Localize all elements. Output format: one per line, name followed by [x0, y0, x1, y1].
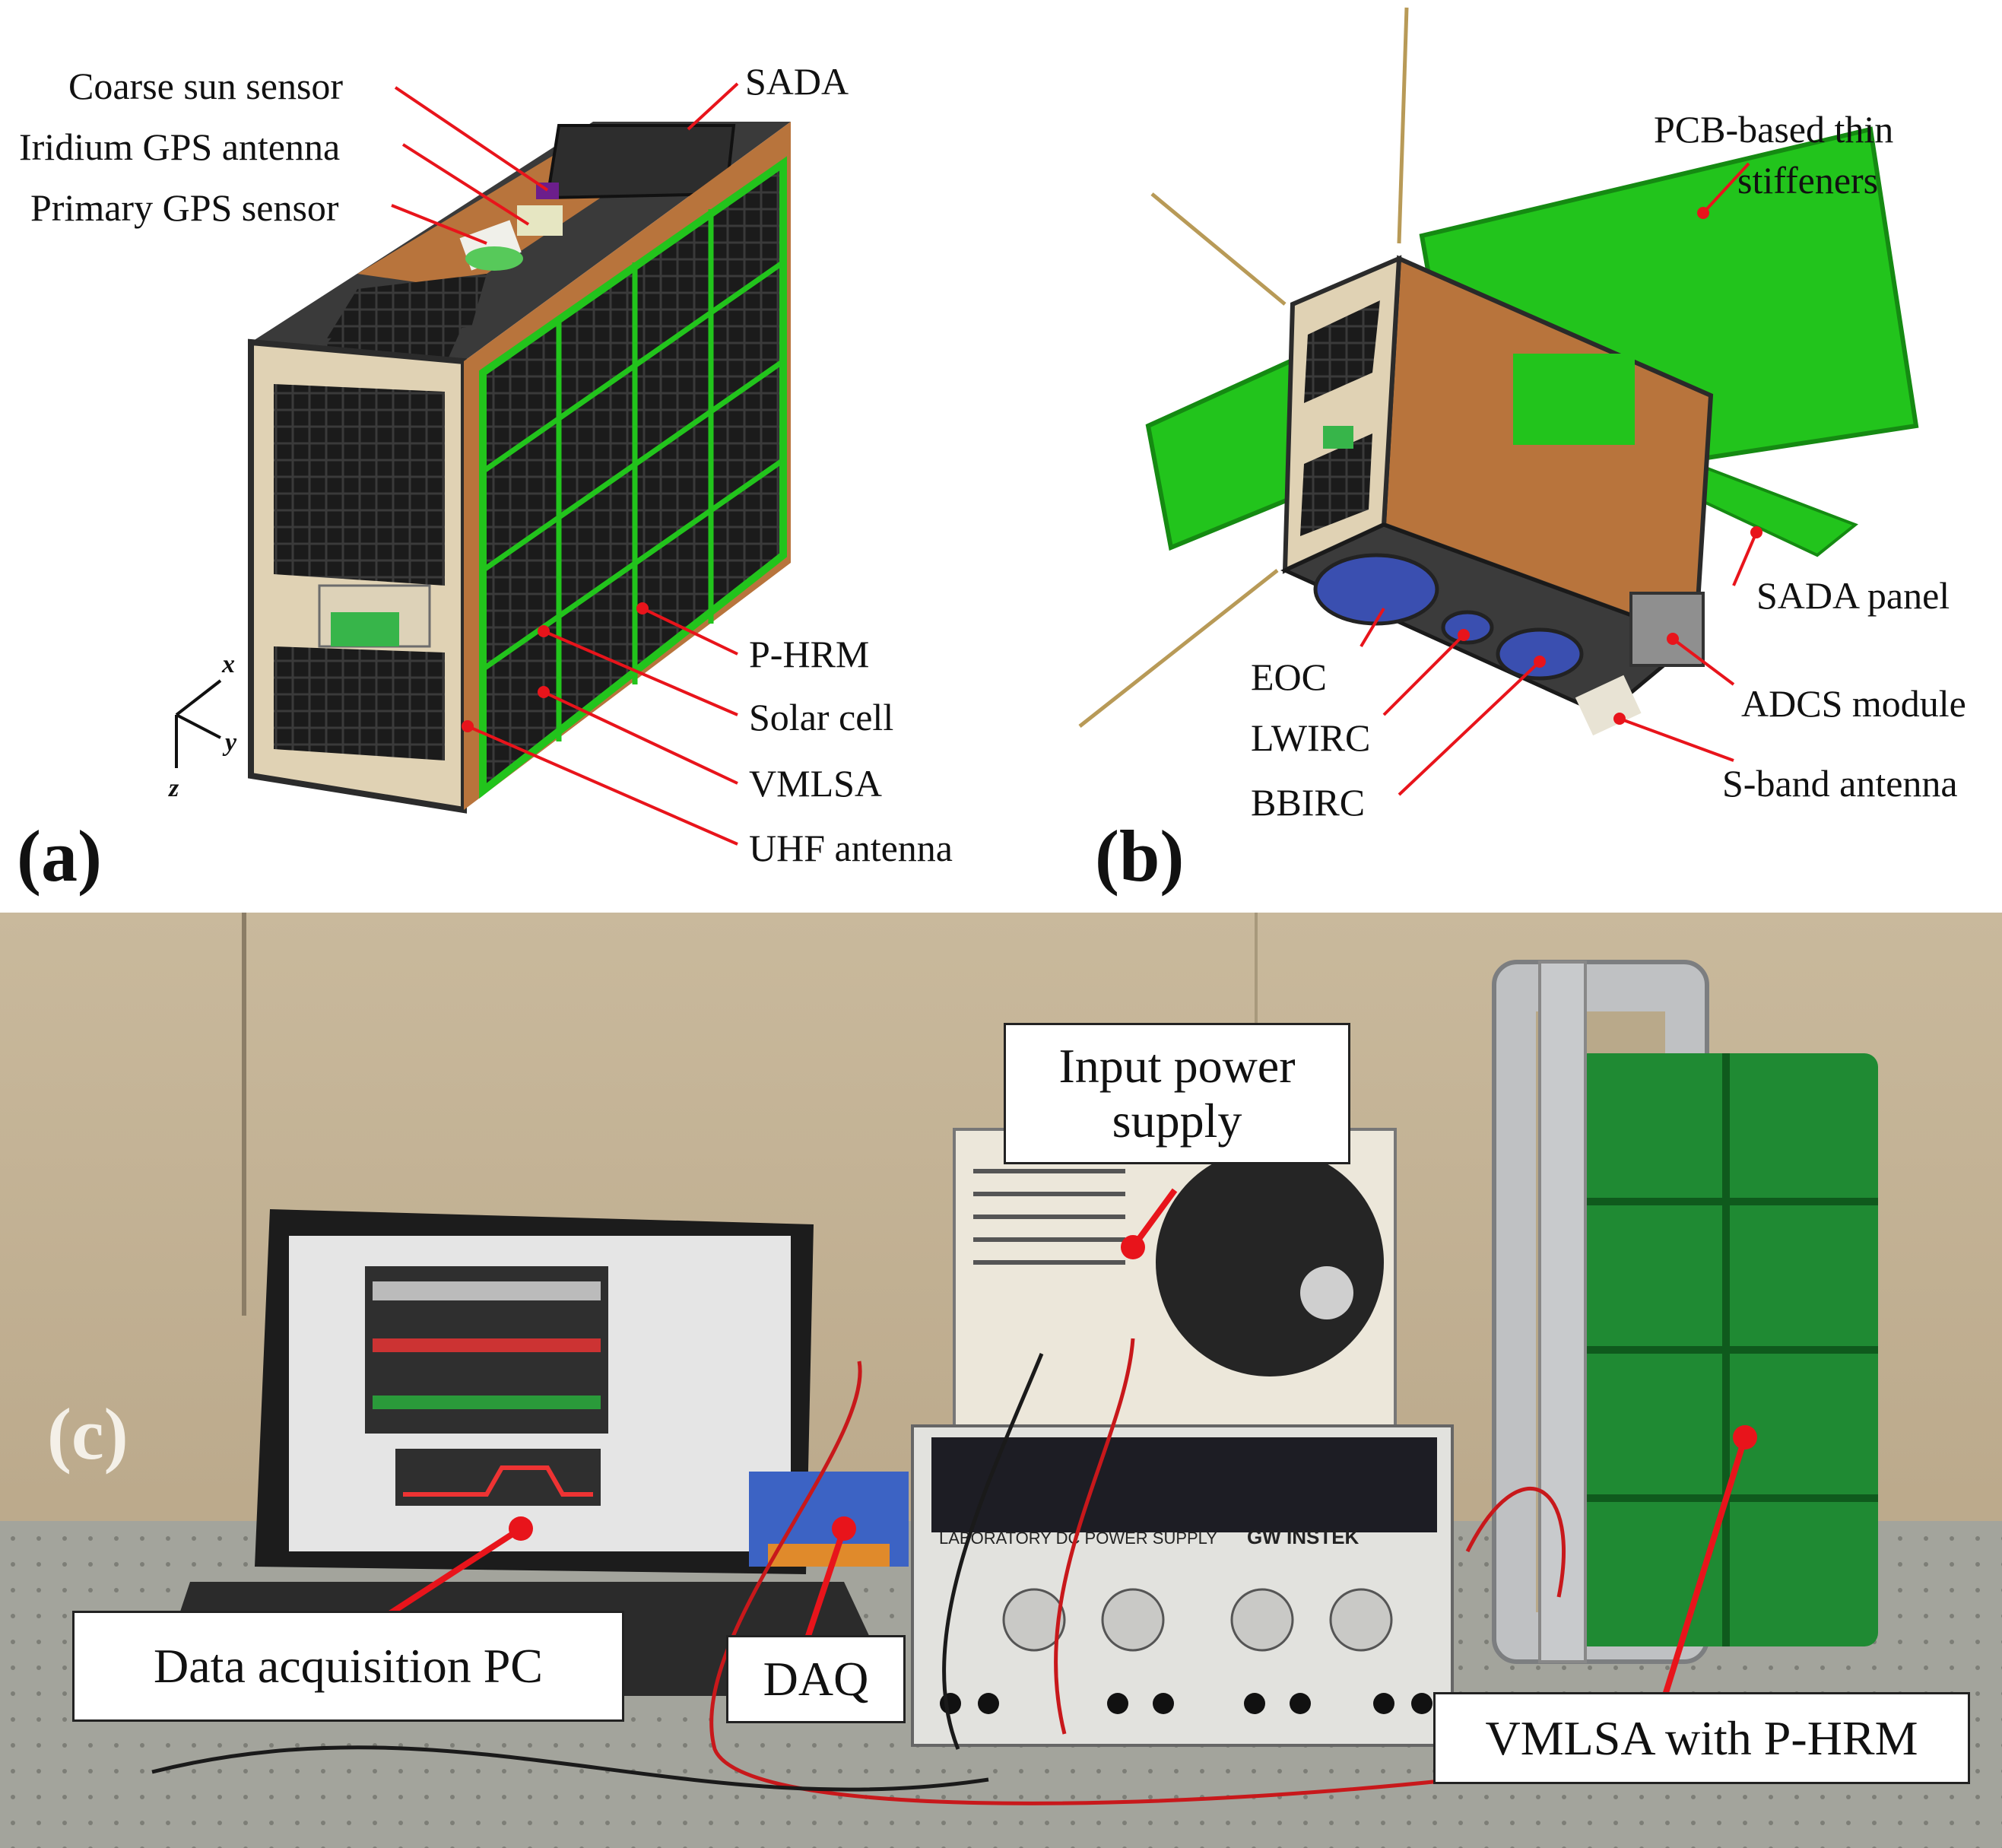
green-window — [1513, 354, 1635, 445]
panel-c-leader-lines — [378, 1188, 1748, 1709]
front-green-board — [331, 612, 399, 646]
panel-c-tag: (c) — [47, 1393, 128, 1475]
panel-a-leader-lines — [391, 82, 739, 846]
label-sada: SADA — [745, 60, 849, 103]
label-iridium-gps-antenna: Iridium GPS antenna — [19, 125, 341, 168]
label-coarse-sun-sensor: Coarse sun sensor — [68, 65, 344, 107]
label-uhf-antenna: UHF antenna — [749, 827, 953, 869]
front-window-3 — [274, 646, 445, 760]
panel-b-leader-lines — [1360, 162, 1758, 796]
panel-b-tag: (b) — [1095, 815, 1185, 897]
label-pcb-stiffeners-2: stiffeners — [1737, 159, 1879, 202]
coordinate-axes — [175, 679, 222, 768]
label-solar-cell: Solar cell — [749, 696, 894, 738]
label-vmlsa-with-phrm: VMLSA with P-HRM — [1433, 1692, 1970, 1784]
bbirc-lens — [1496, 627, 1584, 681]
label-pcb-stiffeners-1: PCB-based thin — [1654, 108, 1894, 151]
top-solar-array-1 — [327, 274, 487, 338]
solar-cell-grid — [481, 209, 785, 741]
label-vmlsa: VMLSA — [749, 762, 883, 805]
axis-label-x: x — [222, 650, 235, 678]
label-p-hrm: P-HRM — [749, 633, 870, 675]
label-daq: DAQ — [726, 1635, 906, 1723]
gw-instek-text: GW INSTEK — [1247, 1526, 1360, 1548]
axis-label-y: y — [225, 729, 237, 757]
label-input-power-supply: Input power supply — [1004, 1023, 1350, 1164]
label-bbirc: BBIRC — [1251, 781, 1366, 824]
label-data-acquisition-pc: Data acquisition PC — [72, 1611, 624, 1722]
eoc-lens — [1313, 553, 1439, 626]
label-eoc: EOC — [1251, 656, 1327, 698]
lwirc-lens — [1441, 610, 1494, 645]
input-power-line-1: Input power — [1058, 1039, 1296, 1094]
panel-a-satellite — [175, 82, 791, 846]
label-primary-gps-sensor: Primary GPS sensor — [30, 186, 339, 229]
label-adcs-module: ADCS module — [1741, 682, 1966, 725]
sada-panel — [1686, 462, 1858, 557]
supply-control-dial — [1156, 1148, 1384, 1376]
label-lwirc: LWIRC — [1251, 716, 1371, 759]
label-sada-panel: SADA panel — [1756, 574, 1950, 617]
input-power-line-2: supply — [1112, 1094, 1242, 1148]
front-window-2 — [274, 475, 445, 586]
axis-label-z: z — [169, 774, 179, 802]
gps-sensor-base — [465, 246, 523, 271]
panel-b-satellite — [1078, 7, 1919, 796]
panel-a-tag: (a) — [17, 815, 102, 897]
label-s-band-antenna: S-band antenna — [1722, 762, 1958, 805]
